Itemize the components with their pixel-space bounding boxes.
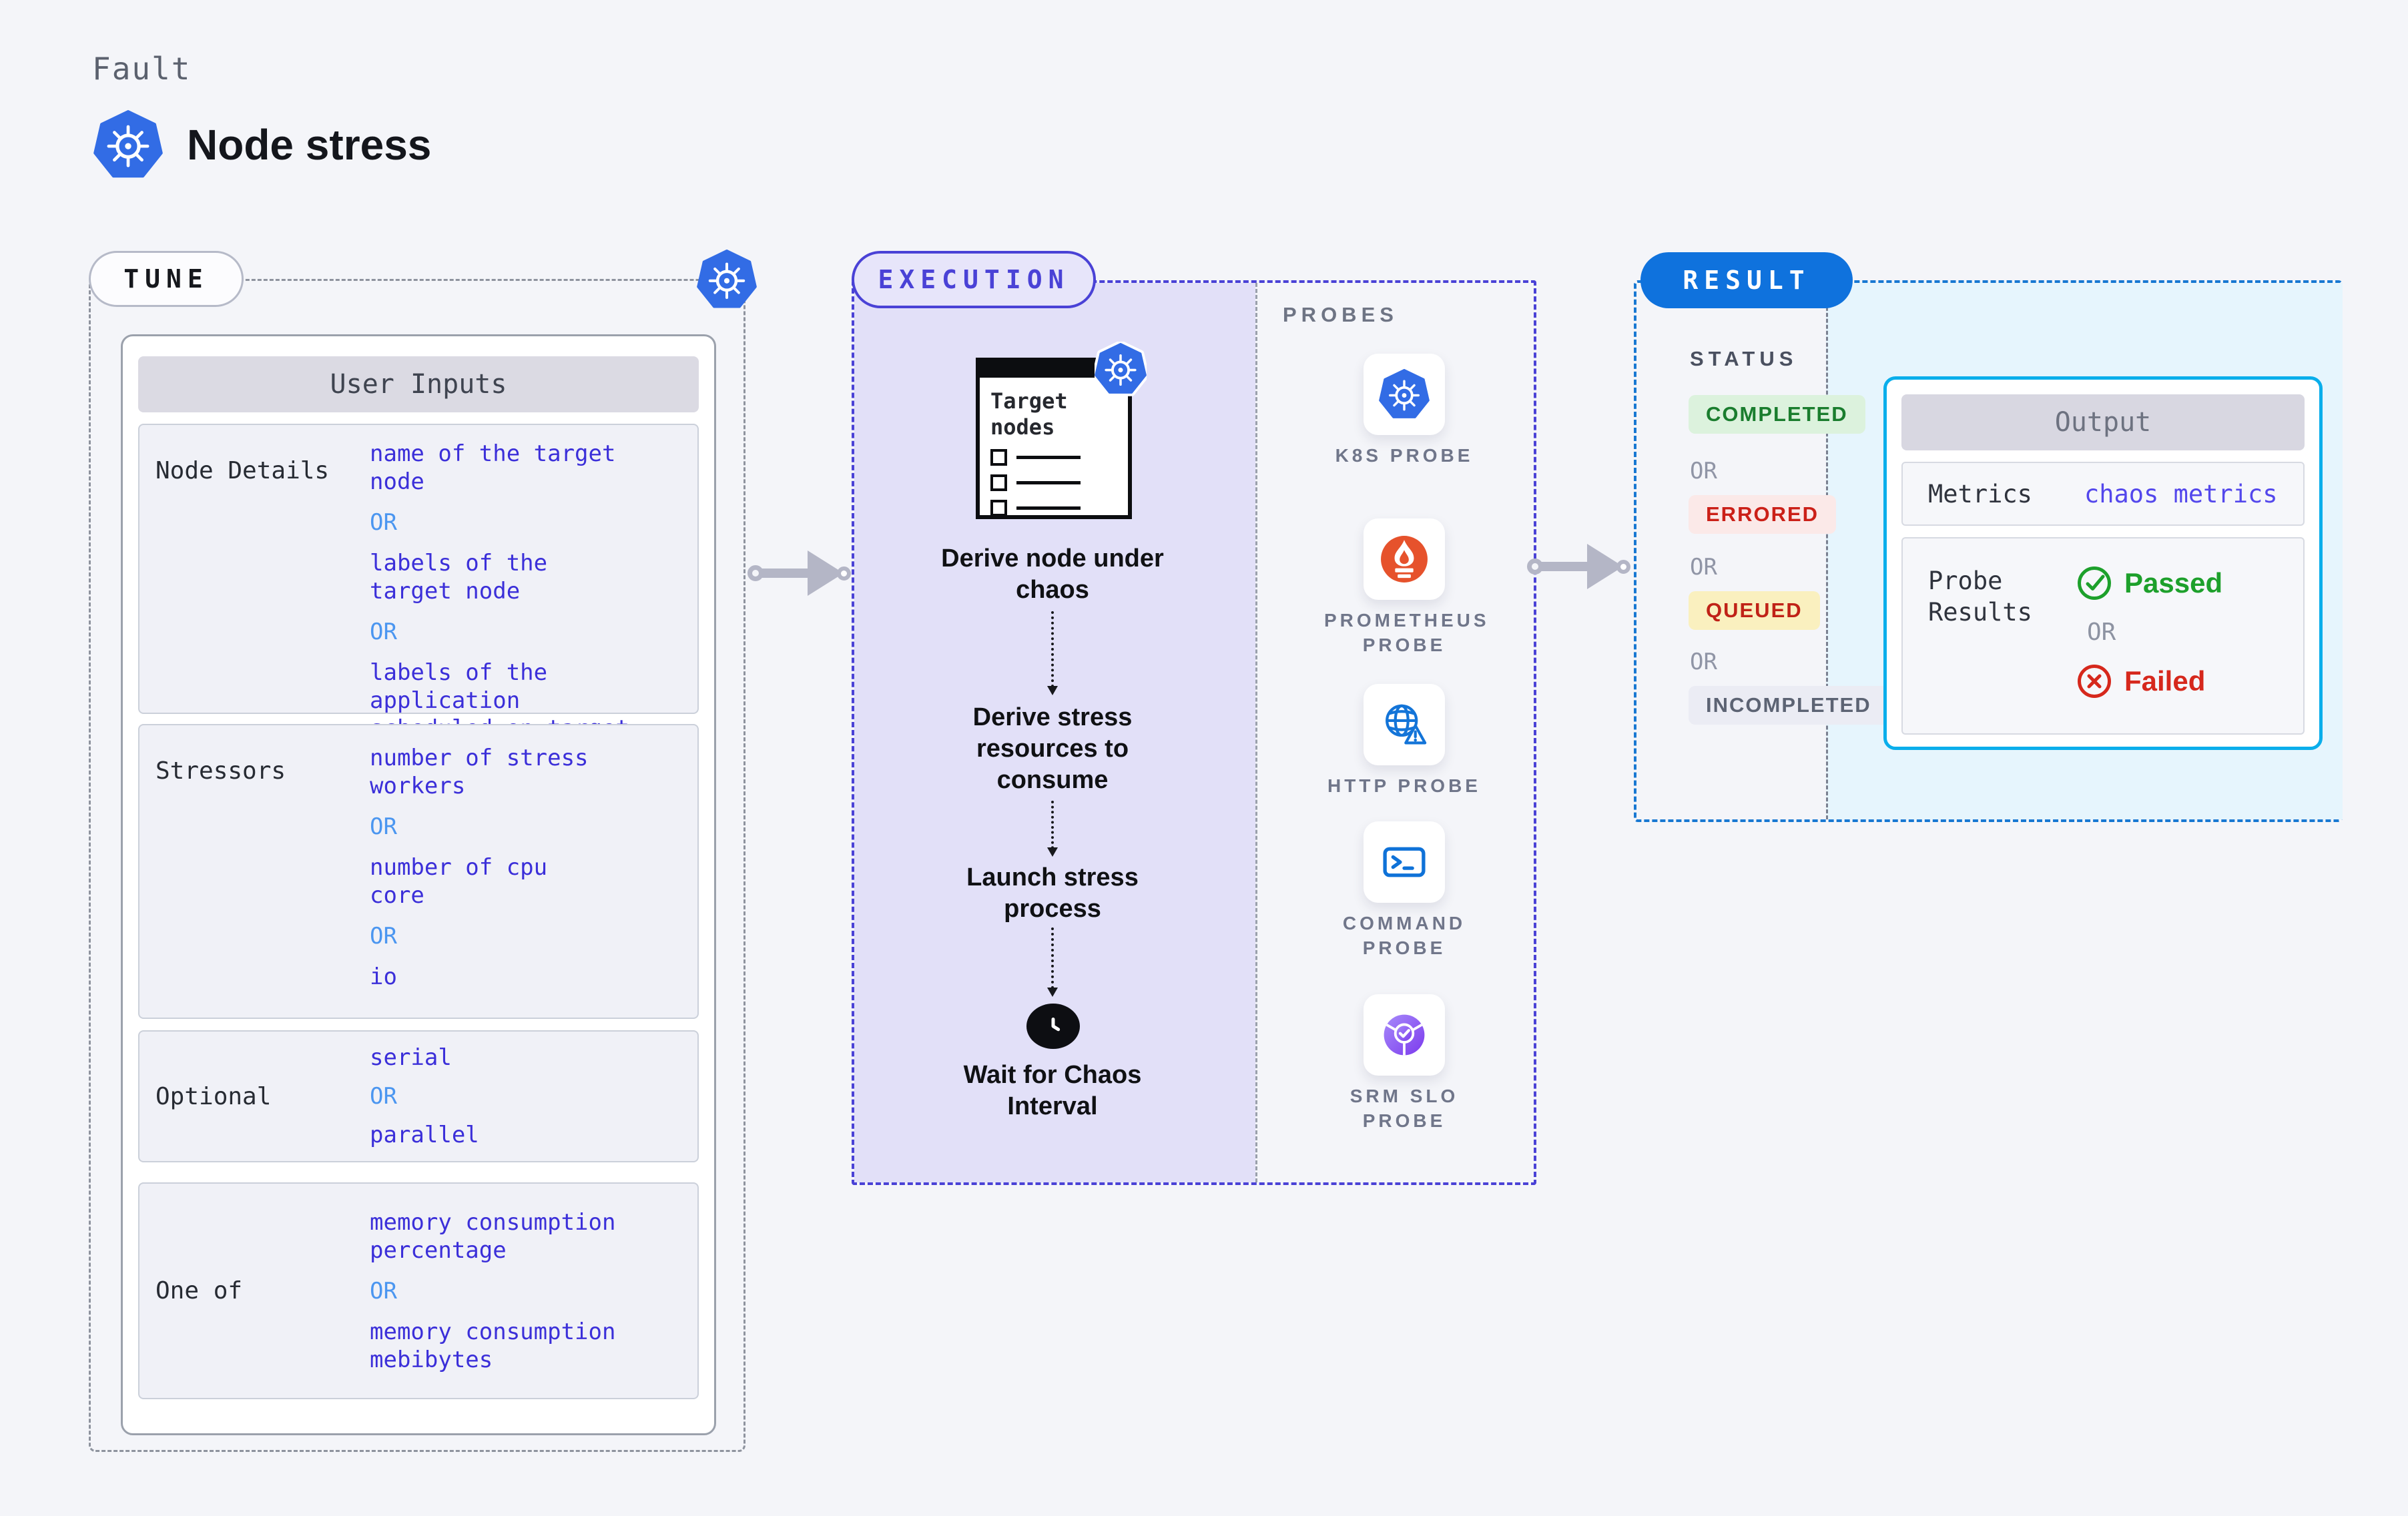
status-divider — [1826, 283, 1828, 819]
probe-label: SRM SLO PROBE — [1349, 1086, 1459, 1131]
flow-step: Wait for Chaos Interval — [963, 1061, 1142, 1120]
arrow-right-icon — [1527, 532, 1634, 599]
row-label: Node Details — [156, 457, 330, 484]
or-separator: OR — [1690, 554, 1717, 581]
row-label: One of — [156, 1277, 243, 1304]
metrics-value: chaos metrics — [2084, 479, 2278, 508]
output-header: Output — [1901, 394, 2305, 450]
status-badge: COMPLETED — [1689, 395, 1865, 434]
clipboard-title: Target nodes — [990, 388, 1068, 440]
kubernetes-icon — [93, 108, 163, 181]
execution-section-label: EXECUTION — [852, 251, 1096, 308]
row-label: Stressors — [156, 757, 286, 785]
metrics-row: Metrics chaos metrics — [1901, 462, 2305, 526]
or-separator: OR — [370, 813, 397, 840]
failed-result: Failed — [2076, 663, 2303, 699]
row-values: memory consumption percentage OR memory … — [370, 1208, 697, 1374]
page-header: Node stress — [93, 108, 431, 181]
probe-label: COMMAND PROBE — [1342, 913, 1466, 958]
probe-label: K8S PROBE — [1335, 445, 1474, 466]
or-separator: OR — [370, 923, 397, 950]
down-arrow-icon — [1047, 927, 1058, 997]
fault-kicker: Fault — [92, 51, 192, 87]
passed-result: Passed — [2076, 565, 2303, 601]
input-option: number of cpu core — [370, 854, 548, 909]
input-row-optional: Optional serial OR parallel — [138, 1030, 699, 1162]
tune-section-label: TUNE — [89, 251, 244, 307]
probe-results-values: Passed OR Failed — [2076, 565, 2303, 733]
check-circle-icon — [2076, 565, 2112, 601]
status-badge: ERRORED — [1689, 495, 1837, 534]
metrics-label: Metrics — [1928, 479, 2032, 508]
down-arrow-icon — [1047, 801, 1058, 857]
status-badge: INCOMPLETED — [1689, 686, 1889, 725]
probe-card — [1364, 518, 1445, 600]
page-title: Node stress — [187, 121, 432, 169]
result-section-label: RESULT — [1640, 252, 1853, 308]
failed-label: Failed — [2124, 665, 2206, 697]
kubernetes-icon — [1379, 369, 1430, 420]
input-option: name of the target node — [370, 440, 616, 495]
or-separator: OR — [1690, 458, 1717, 484]
pie-check-icon — [1379, 1010, 1430, 1060]
clock-icon — [1026, 1004, 1080, 1049]
user-inputs-header: User Inputs — [138, 356, 699, 412]
or-separator: OR — [2087, 619, 2116, 646]
input-option: number of stress workers — [370, 745, 589, 799]
row-values: number of stress workers OR number of cp… — [370, 725, 697, 1018]
input-option: io — [370, 964, 397, 990]
terminal-icon — [1379, 837, 1430, 887]
x-circle-icon — [2076, 663, 2112, 699]
probe-card — [1364, 354, 1445, 435]
or-separator: OR — [370, 1277, 397, 1304]
probe-card — [1364, 994, 1445, 1076]
flow-step: Launch stress process — [966, 863, 1139, 923]
tune-section: User Inputs Node Details name of the tar… — [89, 279, 745, 1452]
probe-card — [1364, 821, 1445, 903]
status-title: STATUS — [1690, 347, 1798, 370]
arrow-right-icon — [747, 539, 854, 606]
flow-step: Derive stress resources to consume — [972, 703, 1133, 794]
or-separator: OR — [370, 1083, 397, 1110]
probe-results-row: Probe Results Passed OR Failed — [1901, 537, 2305, 735]
kubernetes-icon — [1095, 342, 1147, 396]
or-separator: OR — [370, 509, 397, 536]
or-separator: OR — [370, 619, 397, 645]
prometheus-icon — [1379, 534, 1430, 585]
input-option: parallel — [370, 1122, 479, 1148]
input-row-one-of: One of memory consumption percentage OR … — [138, 1182, 699, 1399]
probe-label: PROMETHEUS PROBE — [1324, 610, 1490, 655]
kubernetes-icon — [697, 248, 757, 311]
input-row-node-details: Node Details name of the target node OR … — [138, 424, 699, 770]
globe-alert-icon — [1379, 699, 1430, 750]
passed-label: Passed — [2124, 567, 2223, 599]
probes-section-label: PROBES — [1283, 303, 1398, 326]
user-inputs-panel: User Inputs Node Details name of the tar… — [121, 334, 716, 1435]
input-option: memory consumption mebibytes — [370, 1318, 616, 1373]
input-row-stressors: Stressors number of stress workers OR nu… — [138, 724, 699, 1019]
row-values: serial OR parallel — [370, 1044, 697, 1149]
or-separator: OR — [1690, 649, 1717, 675]
probe-card — [1364, 684, 1445, 765]
status-badge: QUEUED — [1689, 591, 1820, 630]
clipboard-checklist-icon: Target nodes — [976, 358, 1132, 519]
input-option: labels of the target node — [370, 550, 548, 605]
input-option: memory consumption percentage — [370, 1208, 616, 1264]
input-option: serial — [370, 1044, 452, 1071]
flow-step: Derive node under chaos — [941, 544, 1164, 604]
probes-divider — [1255, 283, 1257, 1182]
probe-label: HTTP PROBE — [1327, 775, 1481, 796]
down-arrow-icon — [1047, 611, 1058, 695]
result-section: STATUS COMPLETED OR ERRORED OR QUEUED OR… — [1634, 280, 2343, 822]
probe-results-label: Probe Results — [1928, 566, 2032, 627]
row-label: Optional — [156, 1082, 272, 1110]
row-values: name of the target node OR labels of the… — [370, 425, 697, 770]
execution-section: Target nodes Derive node under chaos Der… — [852, 280, 1536, 1185]
output-panel: Output Metrics chaos metrics Probe Resul… — [1883, 376, 2323, 750]
